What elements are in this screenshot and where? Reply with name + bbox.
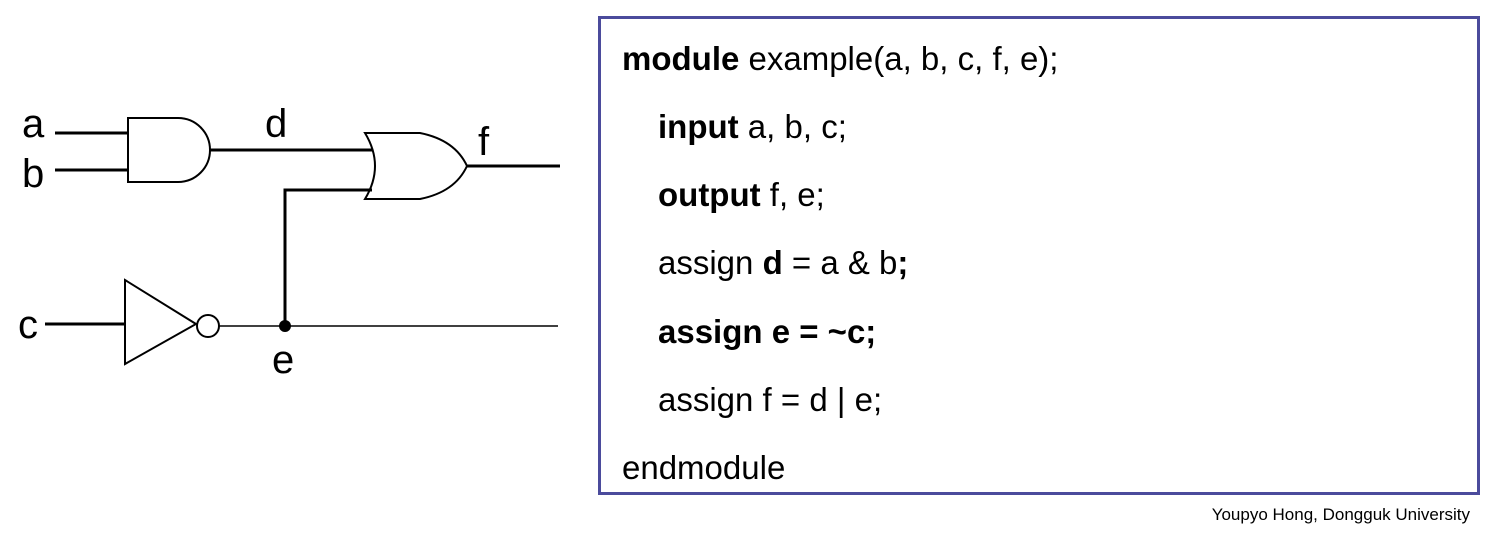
footer-credit: Youpyo Hong, Dongguk University	[1211, 505, 1470, 524]
label-b: b	[22, 152, 44, 196]
code-line-assign-f: assign f = d | e;	[658, 381, 883, 418]
code-line-endmodule: endmodule	[622, 449, 786, 486]
wire-e-branch	[283, 188, 372, 326]
code-text: = a & b	[782, 244, 898, 281]
label-c: c	[18, 303, 38, 347]
keyword: module	[622, 40, 740, 77]
code-text: example(a, b, c, f, e);	[739, 40, 1059, 77]
code-line-assign-e: assign e = ~c;	[658, 313, 877, 350]
keyword: input	[658, 108, 739, 145]
label-a: a	[22, 102, 45, 146]
code-line-module: module example(a, b, c, f, e);	[622, 40, 1058, 78]
label-f: f	[478, 120, 490, 164]
code-text: f, e;	[760, 176, 825, 213]
or-gate	[363, 132, 469, 200]
label-d: d	[265, 102, 287, 146]
inverter-bubble	[196, 314, 220, 338]
keyword: output	[658, 176, 761, 213]
code-text: ;	[897, 244, 909, 281]
junction-dot	[279, 320, 291, 332]
label-e: e	[272, 338, 294, 382]
code-line-assign-d: assign d = a & b;	[658, 244, 908, 282]
and-gate	[127, 117, 211, 183]
keyword: assign	[658, 244, 754, 281]
code-line-input: input a, b, c;	[658, 108, 847, 146]
code-text: a, b, c;	[738, 108, 847, 145]
code-text	[753, 244, 762, 281]
code-text: d	[762, 244, 783, 281]
code-line-output: output f, e;	[658, 176, 825, 214]
verilog-code-box: module example(a, b, c, f, e); input a, …	[598, 16, 1480, 495]
circuit-diagram: a b c d e f	[18, 102, 560, 382]
not-gate	[124, 278, 198, 366]
